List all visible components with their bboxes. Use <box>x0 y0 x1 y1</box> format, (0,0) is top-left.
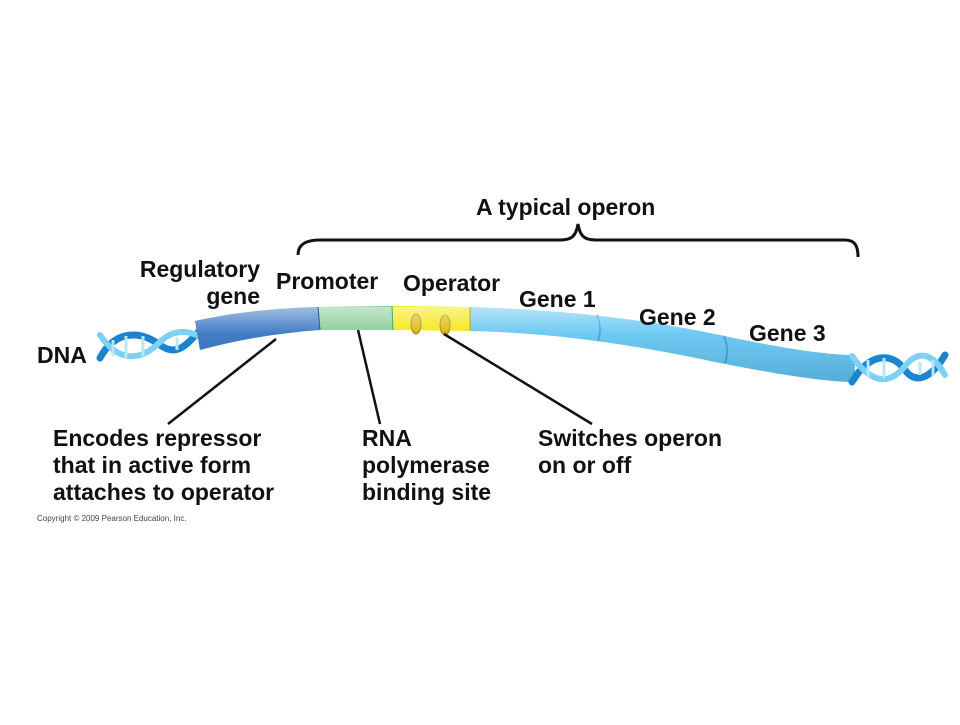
operator-label: Operator <box>403 270 501 296</box>
gene1-label: Gene 1 <box>519 286 596 312</box>
promoter-leader-line <box>356 329 382 425</box>
operator-description-line: on or off <box>538 452 632 478</box>
operator-description: Switches operon on or off <box>538 425 722 479</box>
regulatory-description: Encodes repressor that in active form at… <box>53 425 274 506</box>
dna-helix-right <box>848 351 949 386</box>
promoter-label: Promoter <box>276 268 379 294</box>
gene2-label: Gene 2 <box>639 304 716 330</box>
operon-brace <box>296 223 860 258</box>
regulatory-description-line: attaches to operator <box>53 479 275 505</box>
promoter-description-line: RNA <box>362 425 412 451</box>
copyright-notice: Copyright © 2009 Pearson Education, Inc. <box>37 514 187 523</box>
operon-title: A typical operon <box>476 194 656 220</box>
gene3-label: Gene 3 <box>749 320 826 346</box>
regulatory-description-line: Encodes repressor <box>53 425 262 451</box>
regulatory-gene-label-line: gene <box>206 283 260 309</box>
dna-label: DNA <box>37 342 87 368</box>
promoter-description-line: binding site <box>362 479 492 505</box>
promoter-description-line: polymerase <box>362 452 490 478</box>
regulatory-gene-label: Regulatory gene <box>100 256 260 310</box>
operator-leader-line <box>443 332 593 426</box>
promoter-description: RNA polymerase binding site <box>362 425 491 506</box>
regulatory-description-line: that in active form <box>53 452 252 478</box>
operator-description-line: Switches operon <box>538 425 723 451</box>
regulatory-leader-line <box>167 338 277 425</box>
dna-helix-left <box>96 326 208 362</box>
regulatory-gene-label-line: Regulatory <box>139 256 260 282</box>
